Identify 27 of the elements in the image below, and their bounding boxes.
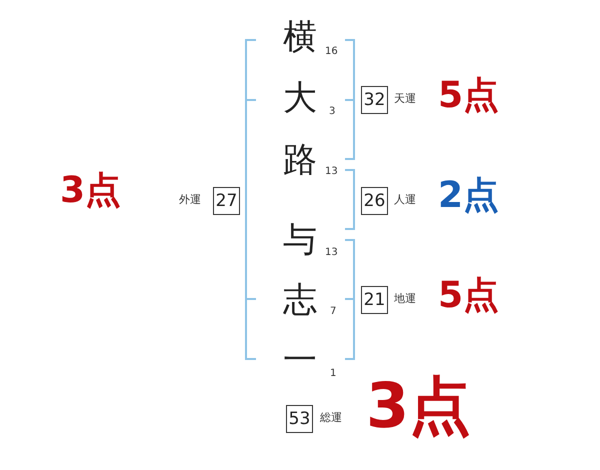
score-text: 5点 [438, 76, 500, 116]
name-character: 一 [282, 340, 318, 380]
stroke-count: 1 [330, 368, 336, 380]
stroke-count: 13 [325, 166, 338, 178]
fortune-label: 総運 [320, 411, 342, 425]
score-text: 3点 [60, 171, 122, 211]
number-box: 21 [361, 286, 388, 314]
name-character: 大 [282, 78, 318, 118]
name-character: 与 [282, 220, 318, 260]
stroke-count: 16 [325, 46, 338, 58]
score-text: 2点 [438, 176, 500, 216]
name-character: 志 [282, 280, 318, 320]
name-character: 路 [282, 140, 318, 180]
number-box: 26 [361, 187, 388, 215]
fortune-label: 人運 [394, 193, 416, 207]
stroke-count: 13 [325, 247, 338, 259]
score-text: 3点 [366, 372, 472, 440]
score-text: 5点 [438, 276, 500, 316]
name-character: 横 [282, 17, 318, 57]
number-box: 27 [213, 187, 240, 215]
fortune-label: 外運 [179, 193, 201, 207]
stroke-count: 3 [329, 106, 336, 118]
stroke-count: 7 [330, 306, 336, 318]
fortune-label: 天運 [394, 92, 416, 106]
fortune-label: 地運 [394, 292, 416, 306]
number-box: 32 [361, 86, 388, 114]
number-box: 53 [286, 405, 313, 433]
